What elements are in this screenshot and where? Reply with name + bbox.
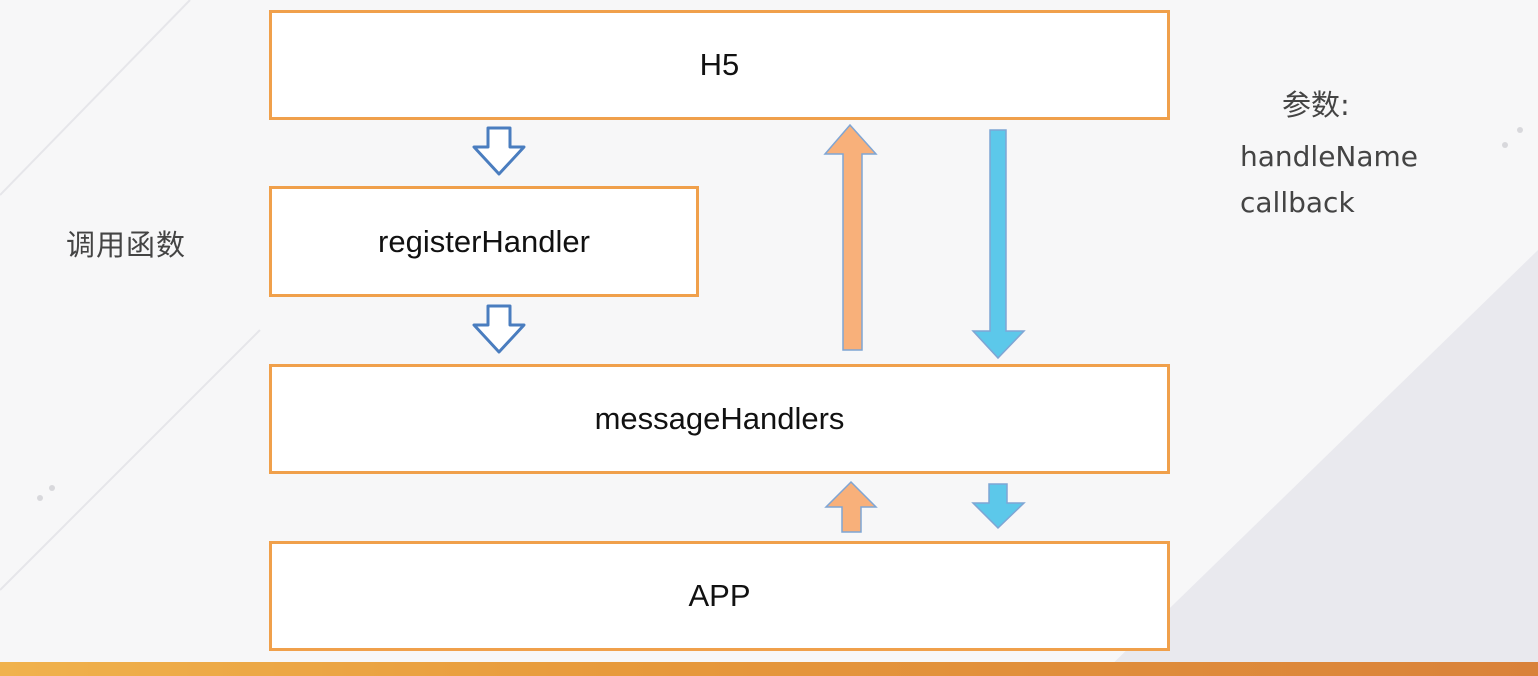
message-handlers-label: messageHandlers	[594, 401, 845, 436]
param-callback: callback	[1240, 186, 1355, 219]
register-handler-label: registerHandler	[378, 223, 590, 259]
app-label: APP	[688, 578, 751, 613]
call-function-label: 调用函数	[66, 228, 187, 262]
app-box: APP	[269, 541, 1170, 651]
register-handler-box: registerHandler	[269, 186, 699, 297]
h5-label: H5	[699, 47, 740, 82]
message-handlers-box: messageHandlers	[269, 364, 1170, 474]
h5-box: H5	[269, 10, 1170, 120]
params-title: 参数:	[1282, 88, 1350, 122]
param-handle-name: handleName	[1240, 140, 1419, 173]
bottom-accent-bar	[0, 662, 1538, 676]
